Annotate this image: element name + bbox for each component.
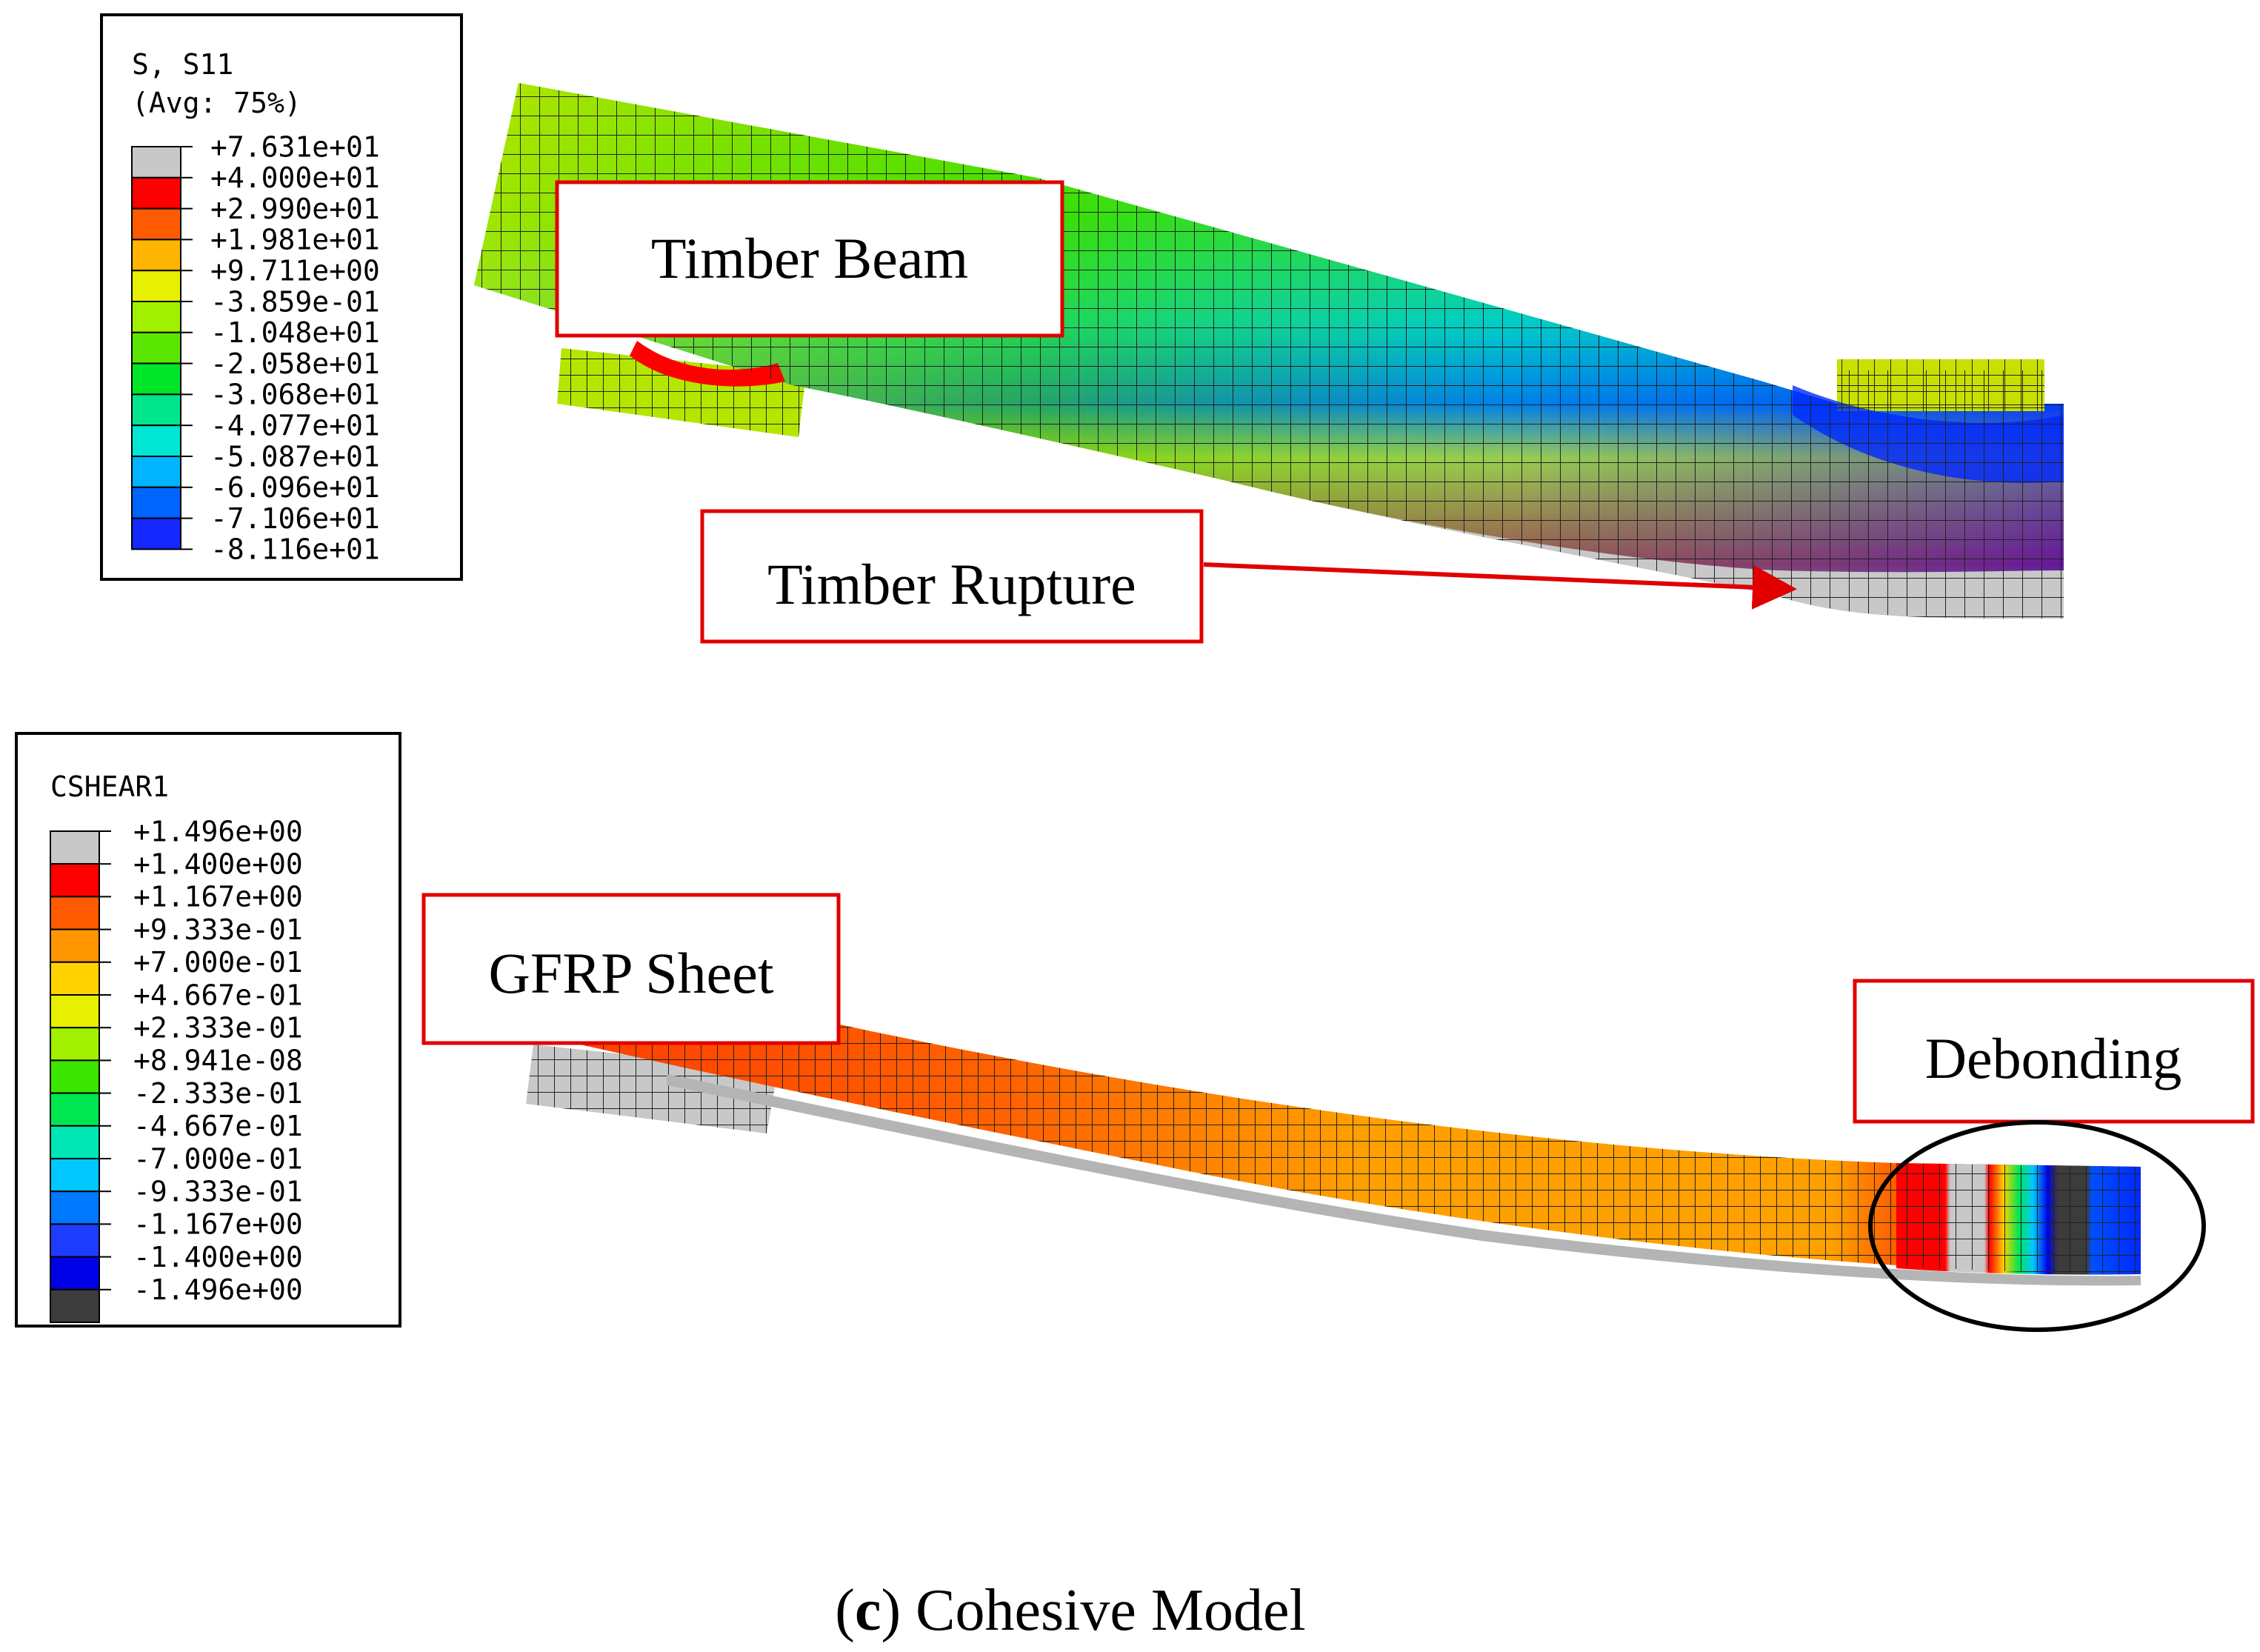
legend-top-swatch xyxy=(131,331,181,364)
figure-caption: (c) Cohesive Model xyxy=(835,1578,1305,1643)
legend-bottom-value: +8.941e-08 xyxy=(133,1045,303,1077)
legend-bottom-swatch xyxy=(50,1092,100,1127)
legend-top-value: -7.106e+01 xyxy=(210,502,380,535)
legend-top-swatch xyxy=(131,393,181,427)
legend-top-title-line1: S, S11 xyxy=(132,48,233,81)
label-debonding-box xyxy=(1853,979,2255,1124)
legend-bottom-value: +7.000e-01 xyxy=(133,946,303,979)
label-timber-beam-text: Timber Beam xyxy=(651,226,968,290)
legend-bottom-colorbar xyxy=(50,830,100,1324)
legend-top-value: +4.000e+01 xyxy=(210,161,380,194)
legend-bottom-swatch xyxy=(50,928,100,963)
label-gfrp-sheet: GFRP Sheet xyxy=(421,893,841,1045)
legend-bottom-swatch xyxy=(50,1190,100,1225)
legend-bottom-value: -1.400e+00 xyxy=(133,1241,303,1273)
label-debonding-text: Debonding xyxy=(1925,1026,2182,1090)
legend-bottom-swatch xyxy=(50,863,100,898)
legend-top-swatch xyxy=(131,239,181,272)
gfrp-mesh xyxy=(422,978,2141,1274)
legend-top-value: -3.068e+01 xyxy=(210,379,380,411)
legend-top-colorbar xyxy=(131,146,181,550)
caption-letter: c xyxy=(855,1578,881,1643)
legend-top-value: -1.048e+01 xyxy=(210,316,380,349)
legend-bottom-title: CSHEAR1 xyxy=(50,770,169,803)
legend-top-value: +9.711e+00 xyxy=(210,255,380,287)
rupture-arrow xyxy=(1203,562,1797,610)
legend-top-value: -3.859e-01 xyxy=(210,285,380,318)
legend-bottom-swatch xyxy=(50,994,100,1029)
legend-bottom-swatch xyxy=(50,1256,100,1290)
legend-top-values: +7.631e+01+4.000e+01+2.990e+01+1.981e+01… xyxy=(181,130,380,566)
legend-bottom: CSHEAR1 +1.496e+00+1.400e+00+1.167e+00+9… xyxy=(15,732,401,1328)
caption-rest: ) Cohesive Model xyxy=(881,1578,1305,1643)
label-debonding: Debonding xyxy=(1853,979,2255,1332)
label-timber-beam: Timber Beam xyxy=(555,180,1064,338)
legend-top: S, S11 (Avg: 75%) +7.631e+01+4.000e+01+2… xyxy=(100,13,463,581)
caption-open: ( xyxy=(835,1578,855,1643)
legend-bottom-swatch xyxy=(50,830,100,865)
legend-bottom-value: +1.167e+00 xyxy=(133,881,303,913)
legend-bottom-value: +9.333e-01 xyxy=(133,913,303,946)
legend-bottom-value: +1.400e+00 xyxy=(133,848,303,881)
legend-bottom-value: -4.667e-01 xyxy=(133,1110,303,1142)
legend-bottom-swatch xyxy=(50,1288,100,1324)
legend-bottom-value: -1.167e+00 xyxy=(133,1208,303,1241)
legend-bottom-values: +1.496e+00+1.400e+00+1.167e+00+9.333e-01… xyxy=(99,815,303,1306)
legend-top-swatch xyxy=(131,207,181,241)
legend-top-value: -6.096e+01 xyxy=(210,471,380,504)
legend-bottom-swatch xyxy=(50,1027,100,1062)
legend-bottom-swatch xyxy=(50,1223,100,1258)
legend-top-value: -2.058e+01 xyxy=(210,347,380,380)
legend-top-value: -4.077e+01 xyxy=(210,410,380,442)
legend-bottom-value: -7.000e-01 xyxy=(133,1142,303,1175)
legend-bottom-swatch xyxy=(50,896,100,930)
legend-bottom-swatch xyxy=(50,1158,100,1193)
legend-bottom-value: -1.496e+00 xyxy=(133,1273,303,1306)
legend-top-swatch xyxy=(131,517,181,550)
legend-top-value: -5.087e+01 xyxy=(210,440,380,473)
label-timber-rupture-text: Timber Rupture xyxy=(767,552,1136,616)
debonding-highlight-ellipse xyxy=(1868,1120,2206,1332)
label-gfrp-sheet-text: GFRP Sheet xyxy=(488,941,773,1005)
legend-top-swatch xyxy=(131,362,181,396)
legend-top-swatch xyxy=(131,176,181,210)
legend-top-title-line2: (Avg: 75%) xyxy=(132,87,301,119)
legend-top-swatch xyxy=(131,270,181,303)
legend-bottom-value: -9.333e-01 xyxy=(133,1176,303,1208)
legend-bottom-swatch xyxy=(50,961,100,996)
legend-bottom-value: +4.667e-01 xyxy=(133,979,303,1011)
legend-top-swatch xyxy=(131,146,181,179)
legend-top-value: +2.990e+01 xyxy=(210,193,380,225)
label-timber-beam-box xyxy=(555,180,1064,338)
legend-bottom-value: +2.333e-01 xyxy=(133,1012,303,1045)
label-timber-rupture-box xyxy=(700,509,1204,644)
legend-top-value: +1.981e+01 xyxy=(210,224,380,256)
legend-top-value: +7.631e+01 xyxy=(210,130,380,163)
legend-top-swatch xyxy=(131,486,181,519)
legend-bottom-swatch xyxy=(50,1125,100,1160)
legend-top-swatch xyxy=(131,456,181,488)
label-timber-rupture: Timber Rupture xyxy=(700,509,1797,644)
legend-bottom-swatch xyxy=(50,1059,100,1094)
legend-top-swatch xyxy=(131,301,181,333)
contact-zone xyxy=(630,341,785,387)
legend-top-value: -8.116e+01 xyxy=(210,533,380,566)
label-gfrp-sheet-box xyxy=(421,893,841,1045)
legend-bottom-value: +1.496e+00 xyxy=(133,815,303,847)
gfrp-sheet-contour xyxy=(422,978,2141,1286)
legend-bottom-value: -2.333e-01 xyxy=(133,1077,303,1110)
legend-top-swatch xyxy=(131,424,181,458)
